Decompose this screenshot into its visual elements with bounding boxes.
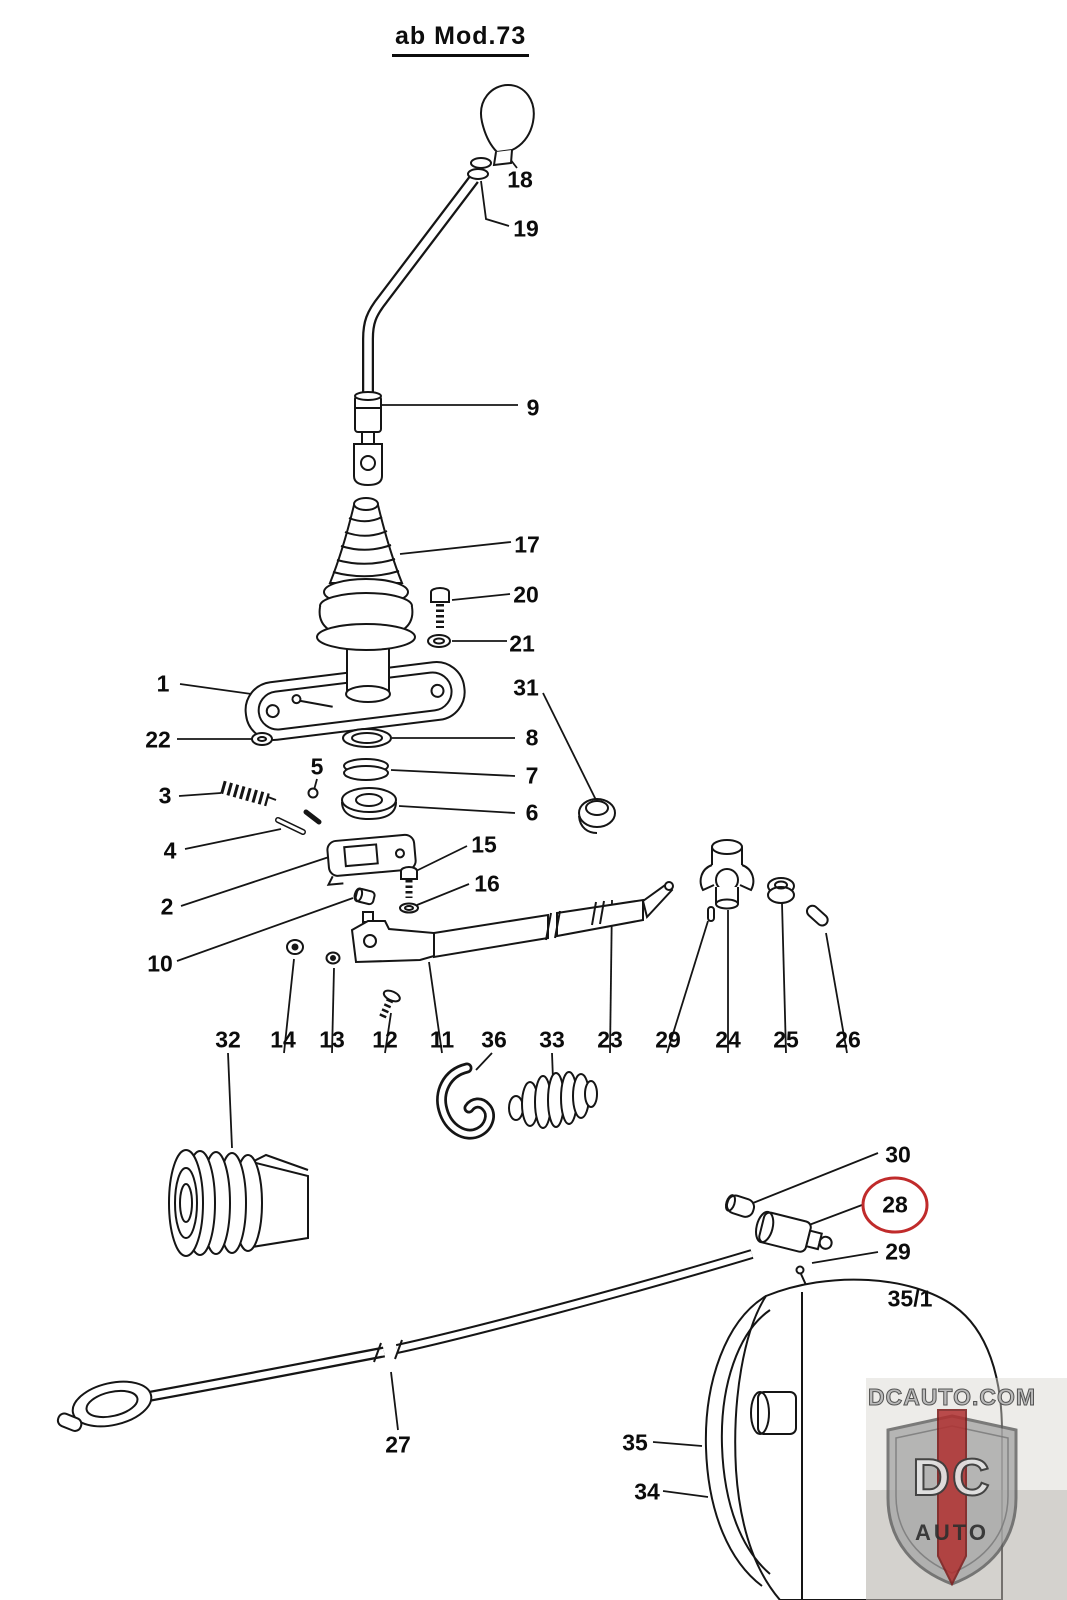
part-coupling <box>168 1149 309 1257</box>
part-washer-stack <box>341 728 397 821</box>
callout-7-11: 7 <box>525 762 539 789</box>
callout-19-1: 19 <box>513 215 539 242</box>
callout-9-2: 9 <box>526 394 540 421</box>
watermark-logo-bottom-text: AUTO <box>915 1520 989 1545</box>
callout-27-35: 27 <box>385 1431 411 1458</box>
part-detent-bits <box>303 787 322 825</box>
callout-34-37: 34 <box>634 1478 660 1505</box>
part-bushing-25 <box>767 877 795 904</box>
callout-18-0: 18 <box>507 166 533 193</box>
part-pin <box>275 817 306 835</box>
callout-26-30: 26 <box>835 1026 861 1053</box>
callout-29-27: 29 <box>655 1026 681 1053</box>
watermark-logo-top-text: DC <box>911 1448 992 1508</box>
callout-33-25: 33 <box>539 1026 565 1053</box>
callout-11-23: 11 <box>429 1026 455 1053</box>
part-accordion-boot <box>508 1071 598 1129</box>
part-plate-tower <box>345 642 391 703</box>
highlight-circle <box>861 1176 929 1234</box>
callout-35-1-34: 35/1 <box>887 1285 933 1312</box>
callout-24-28: 24 <box>715 1026 741 1053</box>
callout-10-18: 10 <box>147 950 173 977</box>
callout-30-31: 30 <box>885 1141 911 1168</box>
part-bushing <box>353 887 376 906</box>
callout-16-17: 16 <box>474 870 500 897</box>
callout-22-8: 22 <box>145 726 171 753</box>
callout-23-26: 23 <box>597 1026 623 1053</box>
part-long-rod <box>56 1249 754 1432</box>
part-bushing-28 <box>755 1210 833 1253</box>
part-hook-clip <box>436 1062 495 1140</box>
callout-29-33: 29 <box>885 1238 911 1265</box>
part-pin-29 <box>707 906 715 922</box>
part-knob-rings <box>467 157 492 180</box>
part-selector-housing <box>326 833 417 886</box>
callout-12-22: 12 <box>372 1026 398 1053</box>
watermark-logo <box>866 1378 1067 1600</box>
callout-20-4: 20 <box>513 581 539 608</box>
part-pin-26 <box>806 904 829 927</box>
part-lever-rod <box>353 175 479 487</box>
callout-13-21: 13 <box>319 1026 345 1053</box>
callout-6-13: 6 <box>525 799 539 826</box>
callout-31-7: 31 <box>513 674 539 701</box>
callout-5-10: 5 <box>310 753 324 780</box>
diagram-title: ab Mod.73 <box>392 22 530 57</box>
part-joint-yoke <box>699 839 755 910</box>
callout-36-24: 36 <box>481 1026 507 1053</box>
callout-25-29: 25 <box>773 1026 799 1053</box>
callout-14-20: 14 <box>270 1026 296 1053</box>
callout-15-15: 15 <box>471 831 497 858</box>
callout-1-6: 1 <box>156 670 170 697</box>
part-sleeve-30 <box>724 1194 756 1218</box>
part-rod-clevis <box>350 911 435 964</box>
part-selector-shaft <box>433 881 674 959</box>
callout-35-36: 35 <box>622 1429 648 1456</box>
callout-4-14: 4 <box>163 837 177 864</box>
callout-2-16: 2 <box>160 893 174 920</box>
callout-28-32: 28 <box>882 1191 908 1218</box>
callout-32-19: 32 <box>215 1026 241 1053</box>
callout-17-3: 17 <box>514 531 540 558</box>
part-shift-knob <box>480 83 535 167</box>
part-small-bolt <box>378 989 401 1021</box>
part-small-ring <box>251 732 273 746</box>
callout-21-5: 21 <box>509 630 535 657</box>
watermark-site-text: DCAUTO.COM <box>867 1384 1037 1411</box>
part-bolt-washer <box>427 587 451 648</box>
part-screw-washer <box>399 866 419 914</box>
part-nuts <box>286 939 341 965</box>
part-spring <box>220 780 277 807</box>
callout-3-12: 3 <box>158 782 172 809</box>
part-grommet <box>578 798 616 834</box>
part-rubber-boot <box>316 497 416 651</box>
callout-8-9: 8 <box>525 724 539 751</box>
leader-lines <box>176 149 885 1498</box>
